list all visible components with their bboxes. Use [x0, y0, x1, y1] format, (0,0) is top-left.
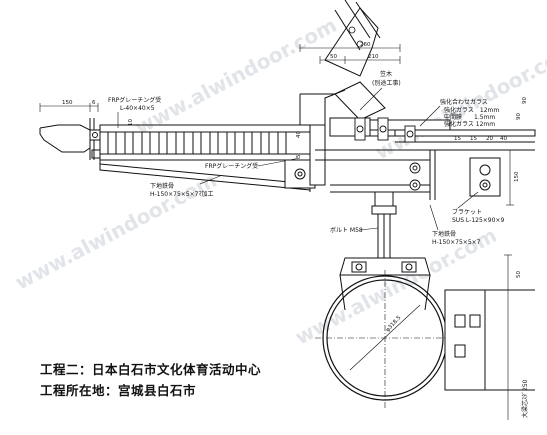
dim-15-a: 15	[454, 136, 461, 142]
leader-bolt	[359, 227, 379, 231]
label-substrate-beam-right: 下地鉄骨	[432, 230, 456, 238]
label-pipe-note: 大梁芯ｽﾀﾞ250	[521, 379, 529, 418]
leader-frp-lower	[257, 157, 301, 167]
left-end-cap	[39, 118, 101, 160]
glass-pane-bolts	[348, 26, 364, 48]
pipe-saddle	[339, 257, 431, 311]
right-dimension-150	[506, 149, 514, 206]
top-dimensions	[299, 44, 401, 64]
caption-project: 工程二：日本白石市文化体育活动中心	[40, 362, 262, 377]
glass-pane-inclined	[324, 0, 381, 77]
pipe-flange-right	[444, 289, 535, 391]
dim-90: 90	[516, 113, 522, 120]
label-glass-line3: 強化ガラス 12mm	[444, 120, 495, 128]
label-frp-support-upper-spec: L-40×40×5	[120, 105, 155, 112]
dim-15-b: 15	[470, 136, 477, 142]
dim-20: 20	[486, 136, 493, 142]
leader-beam-left	[199, 175, 221, 185]
dim-40: 40	[296, 131, 302, 138]
dim-50: 50	[330, 54, 337, 60]
frp-grating-bars	[107, 131, 287, 155]
dim-5: 5	[296, 154, 302, 158]
bracket-plate	[469, 157, 501, 197]
label-bracket-spec: SUS L-125×90×9	[452, 217, 504, 224]
dim-150-left: 150	[62, 100, 73, 106]
dim-90-right: 90	[522, 97, 528, 104]
central-connection	[284, 124, 326, 189]
label-glass-title: 強化合わせガラス	[440, 98, 488, 106]
pipe-right-dimension	[504, 254, 512, 420]
dim-50-pipe: 50	[516, 271, 522, 278]
dim-210: 210	[368, 54, 379, 60]
left-top-dimension	[39, 103, 99, 112]
label-frp-support-lower: FRPグレーチング受	[205, 162, 258, 170]
label-bolt: ボルト M58	[330, 226, 363, 234]
leader-bracket	[457, 191, 479, 209]
caption-location: 工程所在地：宫城县白石市	[40, 383, 197, 398]
beam-bolts	[409, 162, 421, 191]
label-substrate-beam-left-spec: H-150×75×5×7ﾏ加工	[150, 190, 213, 198]
label-bracket: ブラケット	[452, 208, 482, 216]
label-frp-support-upper: FRPグレーチング受	[108, 96, 161, 104]
dim-6: 6	[92, 100, 96, 106]
leader-wood	[359, 87, 383, 111]
railing-frame	[299, 81, 536, 143]
dim-10: 10	[128, 119, 134, 126]
dim-40-b: 40	[500, 136, 507, 142]
label-glass-line2: 中間膜 1.5mm	[444, 113, 495, 121]
substrate-beam-right	[315, 149, 535, 200]
watermark-1: www.alwindoor.com	[131, 13, 341, 140]
label-wood-note: (別途工事)	[372, 79, 401, 87]
dim-150-right: 150	[514, 171, 520, 182]
label-substrate-beam-right-spec: H-150×75×5×7	[432, 239, 481, 246]
dim-260: 260	[360, 42, 371, 48]
leader-glass	[419, 105, 441, 127]
label-substrate-beam-left: 下地鉄骨	[150, 182, 174, 190]
leader-beam-right	[429, 204, 439, 231]
bolt-group-upper	[354, 117, 416, 143]
label-glass-line1: 強化ガラス 12mm	[444, 106, 499, 114]
bolt-rod	[371, 191, 397, 259]
label-wood: 笠木	[380, 70, 392, 78]
watermark-4: www.alwindoor.com	[11, 168, 221, 295]
label-pipe-diameter: φ318.5	[385, 315, 403, 334]
